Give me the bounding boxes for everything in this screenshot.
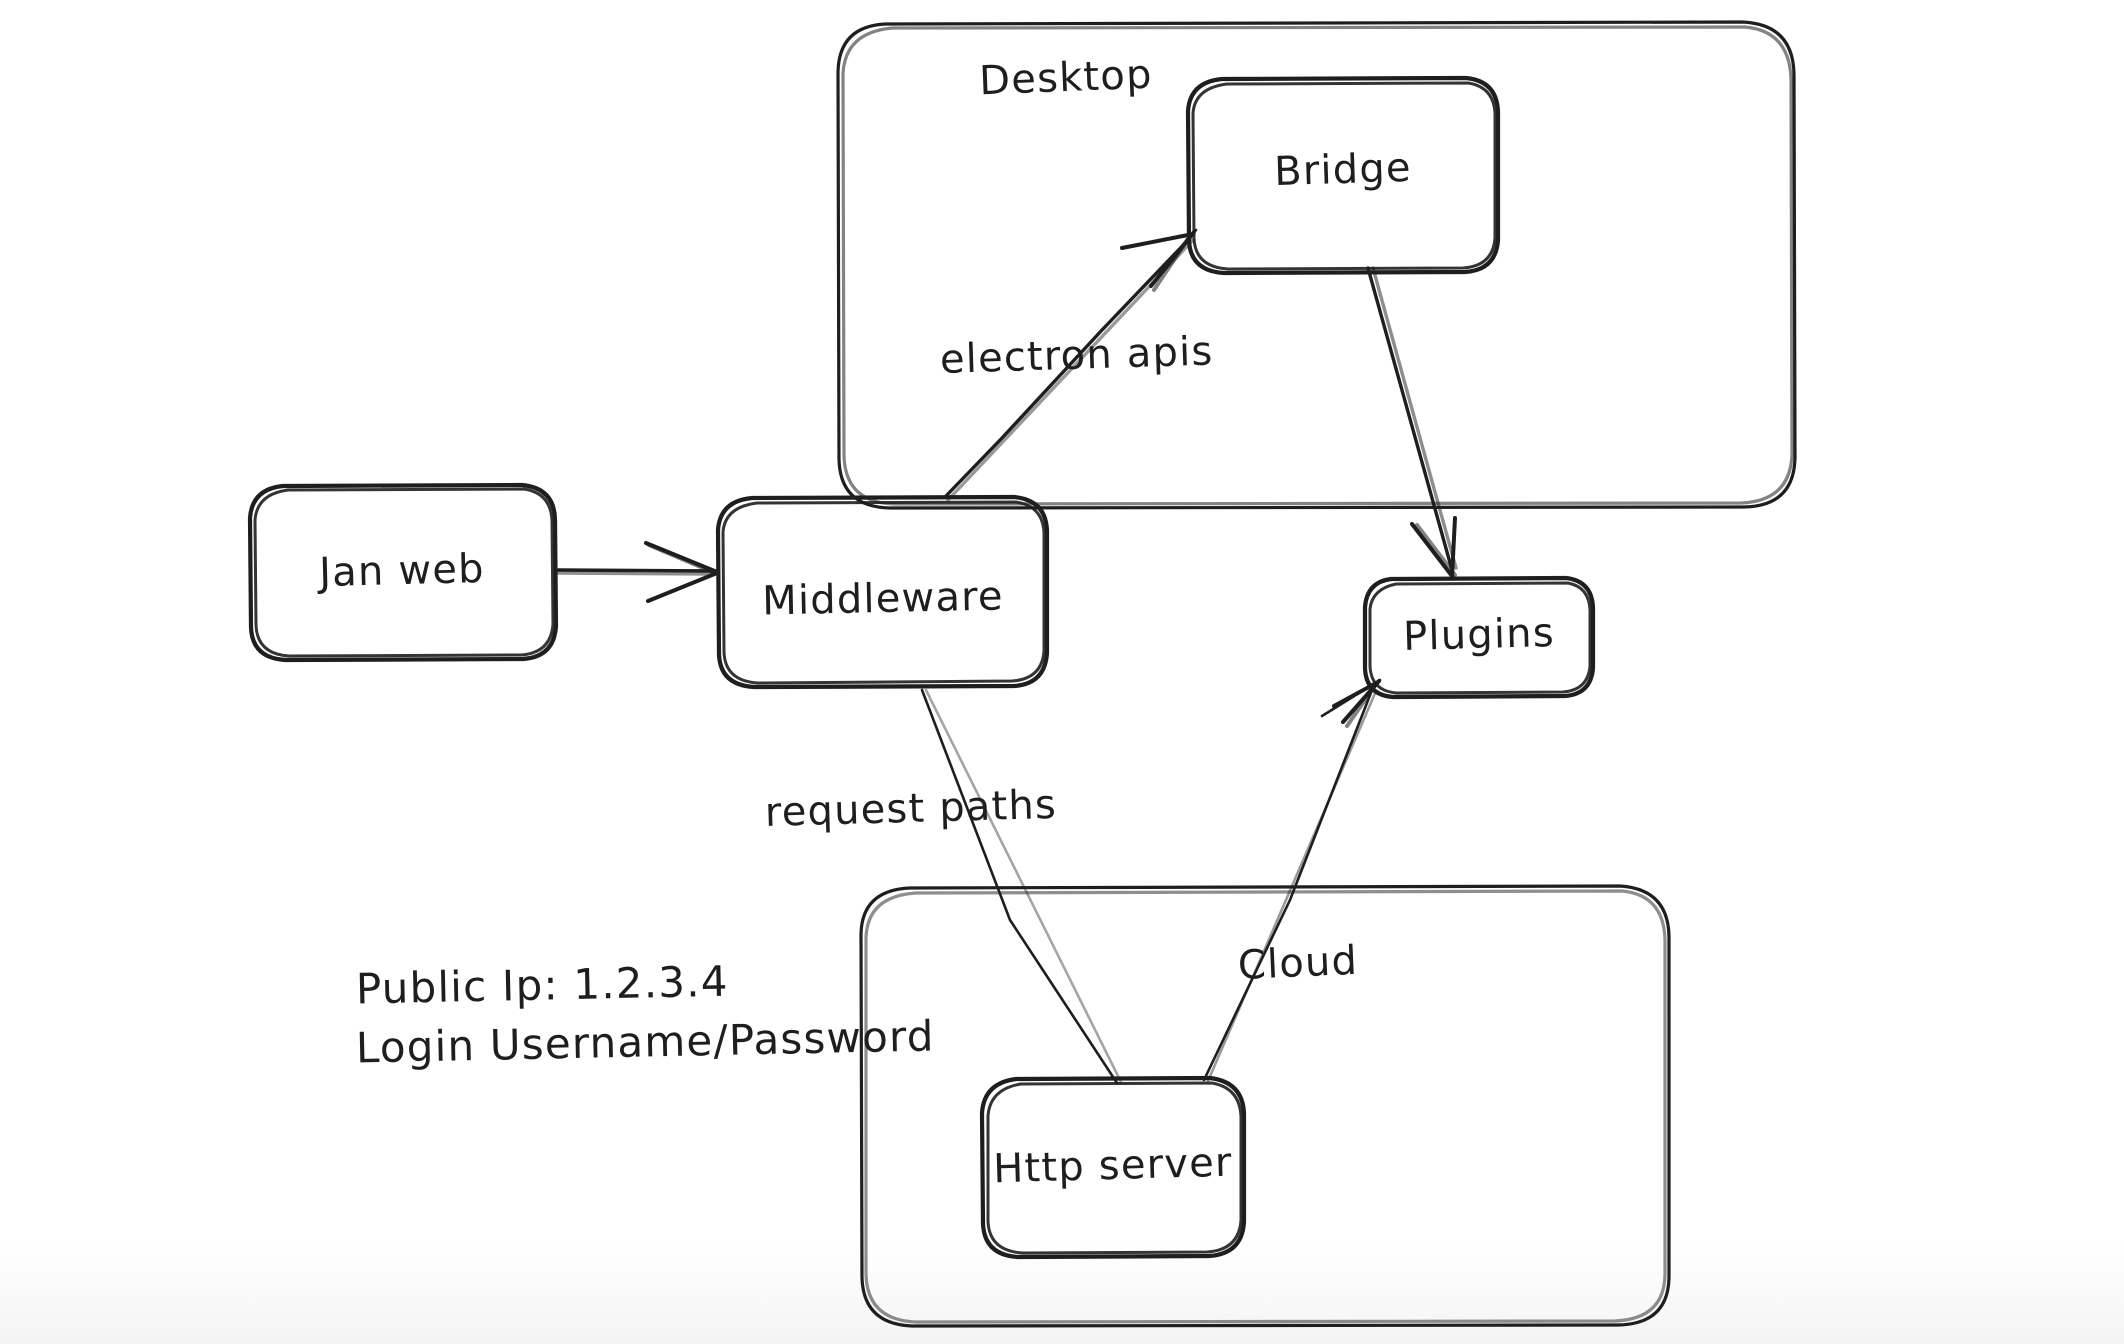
note-login-credentials: Login Username/Password bbox=[355, 1011, 935, 1072]
edge-middleware-http[interactable] bbox=[920, 688, 1123, 1085]
edge-middleware-bridge[interactable] bbox=[943, 228, 1198, 502]
container-cloud-label: Cloud bbox=[1237, 938, 1359, 989]
node-http-server[interactable] bbox=[979, 1075, 1247, 1260]
edge-label-request-paths: request paths bbox=[764, 782, 1057, 836]
node-plugins-label: Plugins bbox=[1403, 610, 1556, 660]
container-cloud[interactable] bbox=[859, 884, 1671, 1328]
edge-janweb-middleware[interactable] bbox=[556, 541, 719, 603]
node-bridge[interactable] bbox=[1185, 75, 1501, 276]
edge-bridge-plugins[interactable] bbox=[1366, 266, 1458, 579]
node-jan-web-label: Jan web bbox=[316, 546, 486, 596]
node-bridge-label: Bridge bbox=[1273, 145, 1412, 195]
node-middleware[interactable] bbox=[715, 494, 1050, 690]
note-public-ip: Public Ip: 1.2.3.4 bbox=[355, 957, 729, 1014]
node-jan-web[interactable] bbox=[247, 482, 559, 663]
node-middleware-label: Middleware bbox=[762, 573, 1004, 624]
edge-label-electron-apis: electron apis bbox=[939, 328, 1214, 383]
container-desktop[interactable] bbox=[836, 20, 1797, 510]
node-plugins[interactable] bbox=[1362, 575, 1596, 700]
container-desktop-label: Desktop bbox=[978, 52, 1153, 105]
edge-http-plugins[interactable] bbox=[1202, 678, 1382, 1083]
node-http-server-label: Http server bbox=[993, 1140, 1234, 1193]
